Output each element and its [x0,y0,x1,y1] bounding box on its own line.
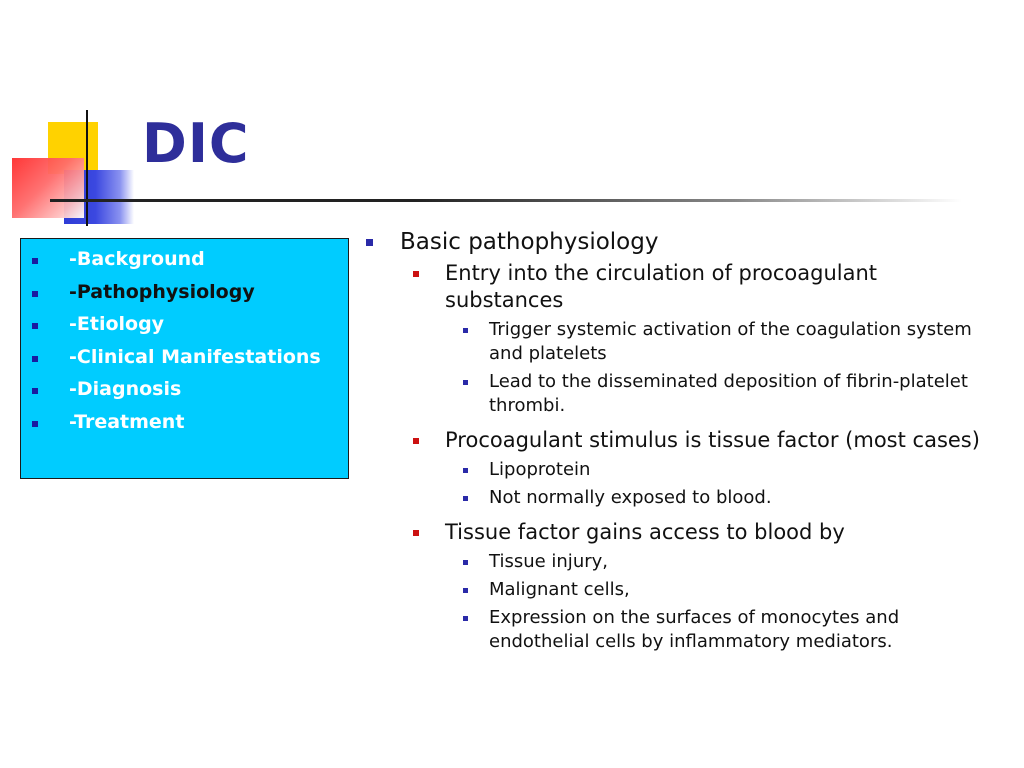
nav-item-label: -Etiology [69,313,165,336]
square-bullet-icon [32,258,38,264]
subpoint-text: Tissue injury, [489,551,608,572]
nav-item-label: -Treatment [69,410,185,433]
square-bullet-icon [463,616,468,621]
square-bullet-icon [463,496,468,501]
slide-title: DIC [142,112,250,175]
nav-item-diagnosis[interactable]: -Diagnosis [21,377,348,410]
subpoint-item: Tissue injury, [360,550,980,574]
point-text: Entry into the circulation of procoagula… [445,261,878,312]
subpoint-item: Not normally exposed to blood. [360,486,980,510]
logo-vertical-line [86,110,88,226]
nav-item-label: -Background [69,248,205,270]
subpoint-item: Trigger systemic activation of the coagu… [360,318,980,366]
subpoint-item: Expression on the surfaces of monocytes … [360,606,980,654]
nav-item-treatment[interactable]: -Treatment [21,410,348,443]
nav-item-background[interactable]: -Background [21,247,348,280]
nav-item-label: -Pathophysiology [69,280,255,303]
nav-item-etiology[interactable]: -Etiology [21,312,348,345]
square-bullet-icon [463,560,468,565]
point-text: Procoagulant stimulus is tissue factor (… [445,428,980,452]
nav-item-label: -Clinical Manifestations [69,345,321,368]
square-bullet-icon [413,271,419,277]
subpoint-item: Lead to the disseminated deposition of f… [360,370,980,418]
square-bullet-icon [463,380,468,385]
subpoint-text: Trigger systemic activation of the coagu… [489,319,972,364]
square-bullet-icon [32,420,38,427]
point-list: Entry into the circulation of procoagula… [360,260,980,660]
square-bullet-icon [413,530,419,536]
square-bullet-icon [463,588,468,593]
point-item: Entry into the circulation of procoagula… [360,260,980,314]
square-bullet-icon [32,290,38,297]
square-bullet-icon [413,438,419,444]
nav-item-pathophysiology[interactable]: -Pathophysiology [21,280,348,313]
square-bullet-icon [463,468,468,473]
point-item: Tissue factor gains access to blood by [360,519,980,546]
nav-item-clinical-manifestations[interactable]: -Clinical Manifestations [21,345,348,378]
spacer [360,654,980,660]
topic-nav-box: -Background -Pathophysiology -Etiology -Cli… [20,238,349,479]
title-underline [50,199,962,202]
square-bullet-icon [366,239,373,246]
square-bullet-icon [32,355,38,362]
spacer [360,418,980,424]
subpoint-text: Lead to the disseminated deposition of f… [489,371,968,416]
nav-item-label: -Diagnosis [69,378,182,401]
heading-bullet-item: Basic pathophysiology [360,228,980,257]
subpoint-text: Lipoprotein [489,459,591,480]
slide-content: Basic pathophysiology Entry into the cir… [360,228,980,660]
point-item: Procoagulant stimulus is tissue factor (… [360,427,980,454]
content-heading: Basic pathophysiology [400,229,659,255]
topic-nav-list: -Background -Pathophysiology -Etiology -Cli… [21,239,348,443]
subpoint-item: Lipoprotein [360,458,980,482]
square-bullet-icon [463,328,468,333]
square-bullet-icon [32,323,38,330]
logo-red-square [12,158,84,218]
spacer [360,510,980,516]
square-bullet-icon [32,388,38,395]
point-text: Tissue factor gains access to blood by [445,520,845,544]
subpoint-text: Expression on the surfaces of monocytes … [489,607,900,652]
subpoint-text: Not normally exposed to blood. [489,487,772,508]
subpoint-text: Malignant cells, [489,579,630,600]
subpoint-item: Malignant cells, [360,578,980,602]
